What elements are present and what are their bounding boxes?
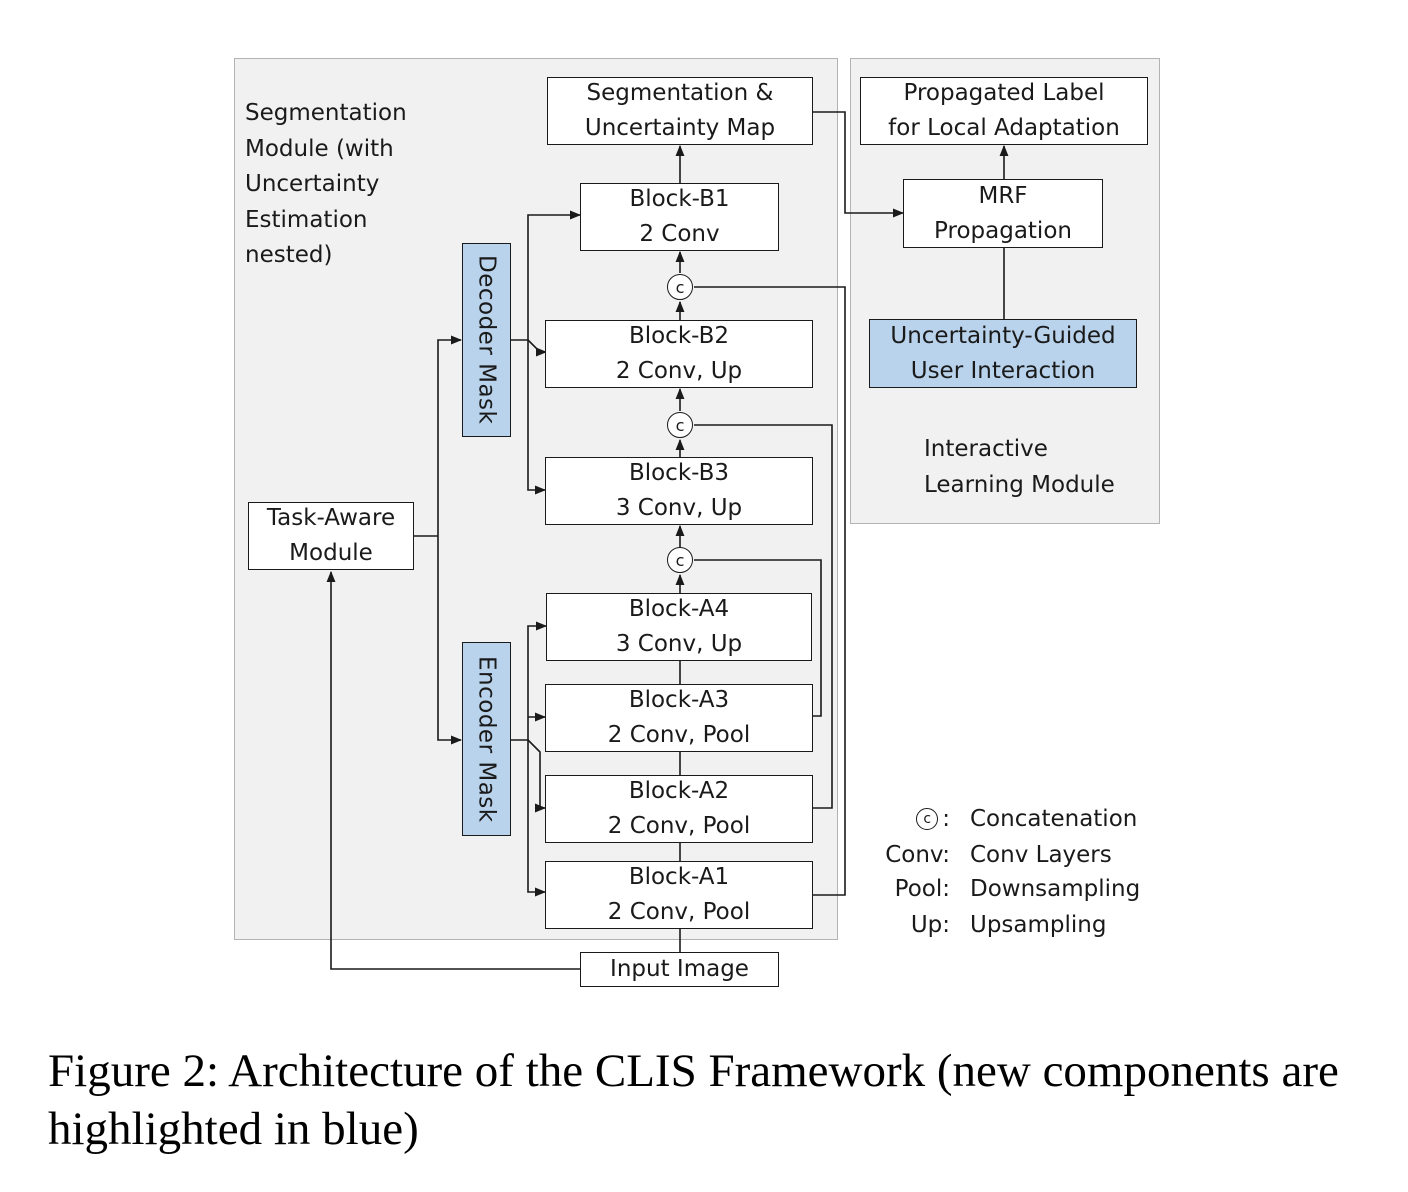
legend-row-up: Up: Upsampling [910, 912, 1107, 938]
block-a1-node: Block-A1 2 Conv, Pool [545, 861, 813, 929]
segmentation-module-label: Segmentation Module (with Uncertainty Es… [245, 100, 407, 268]
block-b2-node: Block-B2 2 Conv, Up [545, 320, 813, 388]
input-image-node: Input Image [580, 952, 779, 987]
block-b3-node: Block-B3 3 Conv, Up [545, 457, 813, 525]
legend-row-concatenation: c: Concatenation [876, 801, 1137, 837]
task-aware-module-node: Task-Aware Module [248, 502, 414, 570]
user-interaction-node: Uncertainty-Guided User Interaction [869, 319, 1137, 388]
block-a4-node: Block-A4 3 Conv, Up [546, 593, 812, 661]
mrf-propagation-node: MRF Propagation [903, 179, 1103, 248]
block-a2-node: Block-A2 2 Conv, Pool [545, 775, 813, 843]
encoder-mask-node: Encoder Mask [462, 642, 511, 836]
decoder-mask-node: Decoder Mask [462, 243, 511, 437]
block-b1-node: Block-B1 2 Conv [580, 183, 779, 251]
concat-symbol-icon: c [916, 808, 939, 830]
interactive-learning-label: Interactive Learning Module [924, 436, 1115, 498]
concat-node-b2: c [667, 412, 693, 438]
concat-node-b3: c [667, 547, 693, 573]
figure-caption: Figure 2: Architecture of the CLIS Frame… [48, 1045, 1339, 1155]
legend-row-conv: Conv: Conv Layers [885, 842, 1112, 868]
propagated-label-node: Propagated Label for Local Adaptation [860, 77, 1148, 145]
concat-node-b1: c [667, 274, 693, 300]
block-a3-node: Block-A3 2 Conv, Pool [545, 684, 813, 752]
legend-row-pool: Pool: Downsampling [894, 876, 1141, 902]
segmentation-uncertainty-map-node: Segmentation & Uncertainty Map [547, 77, 813, 145]
